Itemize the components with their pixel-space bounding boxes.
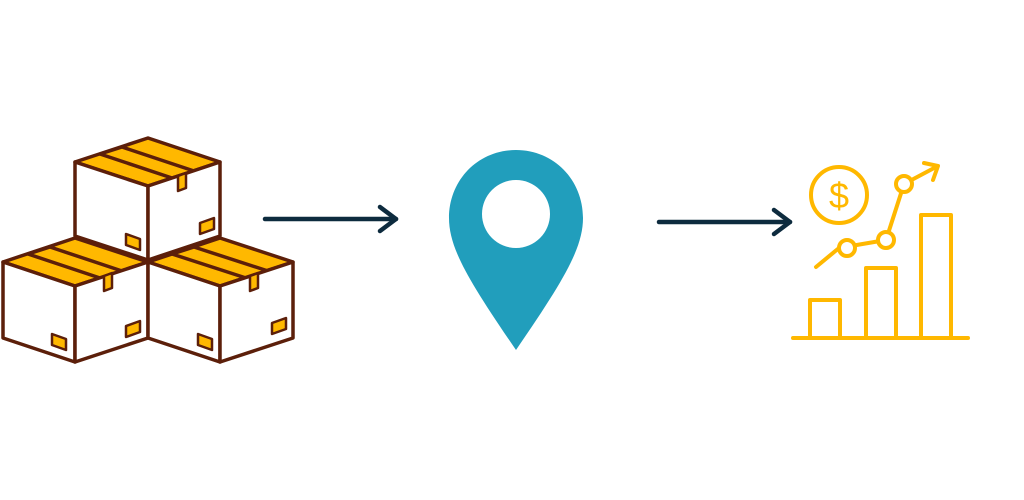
growth-bar bbox=[919, 213, 953, 340]
map-pin-icon bbox=[446, 148, 586, 353]
stacked-boxes-icon bbox=[0, 130, 300, 370]
box-bottom-left bbox=[1, 236, 150, 364]
box-bottom-right bbox=[146, 236, 295, 364]
dollar-sign: $ bbox=[829, 175, 849, 216]
revenue-growth-chart-icon: $ bbox=[788, 155, 974, 345]
arrow-right-icon bbox=[262, 203, 404, 235]
dollar-coin-icon bbox=[809, 165, 869, 225]
box-top bbox=[73, 136, 222, 262]
growth-bar bbox=[808, 298, 842, 340]
arrow-right-icon bbox=[656, 206, 798, 238]
growth-bar bbox=[864, 266, 898, 340]
